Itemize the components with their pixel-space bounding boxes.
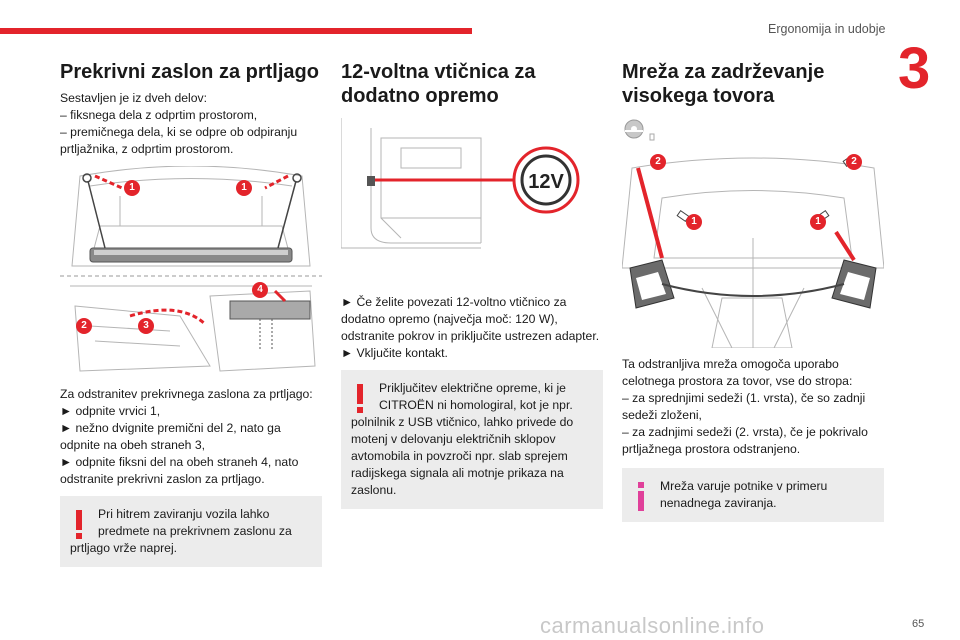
intro-line: Sestavljen je iz dveh delov:: [60, 91, 208, 105]
header-accent-bar: [0, 28, 472, 34]
info-icon: [638, 482, 644, 511]
note-line: Pri hitrem zaviranju vozila lahko: [98, 507, 270, 521]
section-title-net-line: visokega tovora: [622, 85, 775, 107]
note-line: nenadnega zaviranja.: [660, 496, 777, 510]
watermark: carmanualsonline.info: [540, 613, 765, 638]
step-line: ► odpnite fiksni del na obeh straneh 4, …: [60, 455, 299, 469]
note-line: prtljago vrže naprej.: [70, 541, 178, 555]
note-line: zaslonu.: [351, 483, 397, 497]
step-line: dodatno opremo (največja moč: 120 W),: [341, 312, 558, 326]
page-number: 65: [912, 618, 925, 630]
step-line: ► nežno dvignite premični del 2, nato ga: [60, 421, 281, 435]
callout-4: 4: [252, 282, 268, 298]
step-line: Za odstranitev prekrivnega zaslona za pr…: [60, 387, 313, 401]
column-cargo-net: Mreža za zadrževanje visokega tovora: [622, 60, 884, 522]
intro-line: – premičnega dela, ki se odpre ob odpira…: [60, 125, 298, 139]
desc-line: sedeži zloženi,: [622, 408, 702, 422]
info-note: Mreža varuje potnike v primeru nenadnega…: [622, 468, 884, 522]
note-line: avtomobila in povzroči npr. slab sprejem: [351, 449, 568, 463]
callout-1-left: 1: [686, 214, 702, 230]
section-title-net-line: Mreža za zadrževanje: [622, 61, 825, 83]
step-line: odstranite prekrivni zaslon za prtljago.: [60, 472, 265, 486]
section-title-12v-line: dodatno opremo: [341, 85, 499, 107]
callout-2-left: 2: [650, 154, 666, 170]
luggage-cover-drawing: [60, 166, 322, 372]
step-line: ► Vključite kontakt.: [341, 346, 448, 360]
socket-12v-label: 12V: [528, 171, 564, 193]
chapter-number: 3: [898, 36, 931, 101]
warning-exclamation-icon: [76, 510, 82, 539]
luggage-cover-illustration: 1 1 2 3 4: [60, 166, 322, 378]
column-12v-socket: 12-voltna vtičnica za dodatno opremo 12V…: [341, 60, 603, 509]
warning-note: Priključitev električne opreme, ki je CI…: [341, 370, 603, 509]
cargo-net-illustration: 2 2 1 1: [622, 148, 884, 348]
callout-1-right: 1: [810, 214, 826, 230]
note-line: polnilnik z USB vtičnico, lahko privede …: [351, 415, 574, 429]
desc-line: – za zadnjimi sedeži (2. vrsta), če je p…: [622, 425, 868, 439]
note-line: Mreža varuje potnike v primeru: [660, 479, 828, 493]
socket-illustration: 12V: [341, 118, 603, 258]
desc-line: Ta odstranljiva mreža omogoča uporabo: [622, 357, 839, 371]
desc-line: celotnega prostora za tovor, vse do stro…: [622, 374, 853, 388]
note-line: CITROËN ni homologiral, kot je npr.: [379, 398, 573, 412]
step-line: odpnite na obeh straneh 3,: [60, 438, 206, 452]
section-title-luggage-cover: Prekrivni zaslon za prtljago: [60, 61, 319, 83]
step-line: ► odpnite vrvici 1,: [60, 404, 161, 418]
callout-1-right: 1: [236, 180, 252, 196]
note-line: Priključitev električne opreme, ki je: [379, 381, 566, 395]
intro-line: – fiksnega dela z odprtim prostorom,: [60, 108, 258, 122]
callout-2-right: 2: [846, 154, 862, 170]
note-line: motenj v delovanju električnih sklopov: [351, 432, 556, 446]
step-line: odstranite pokrov in priključite ustreze…: [341, 329, 600, 343]
note-line: predmete na prekrivnem zaslonu za: [98, 524, 292, 538]
chapter-title: Ergonomija in udobje: [768, 22, 886, 36]
callout-1-left: 1: [124, 180, 140, 196]
desc-line: prtljažnega prostora odstranjeno.: [622, 442, 801, 456]
intro-line: prtljažnika, z odprtim prostorom.: [60, 142, 234, 156]
steering-wheel-icon: [624, 119, 655, 141]
note-line: radijskega signala ali motnje prikaza na: [351, 466, 564, 480]
warning-exclamation-icon: [357, 384, 363, 413]
section-title-12v-line: 12-voltna vtičnica za: [341, 61, 536, 83]
desc-line: – za sprednjimi sedeži (1. vrsta), če so…: [622, 391, 866, 405]
callout-3: 3: [138, 318, 154, 334]
socket-drawing: 12V: [341, 118, 580, 249]
step-line: ► Če želite povezati 12-voltno vtičnico …: [341, 295, 567, 309]
cargo-net-drawing: [622, 154, 884, 348]
column-luggage-cover: Prekrivni zaslon za prtljago Sestavljen …: [60, 60, 322, 567]
callout-2: 2: [76, 318, 92, 334]
warning-note: Pri hitrem zaviranju vozila lahko predme…: [60, 496, 322, 567]
